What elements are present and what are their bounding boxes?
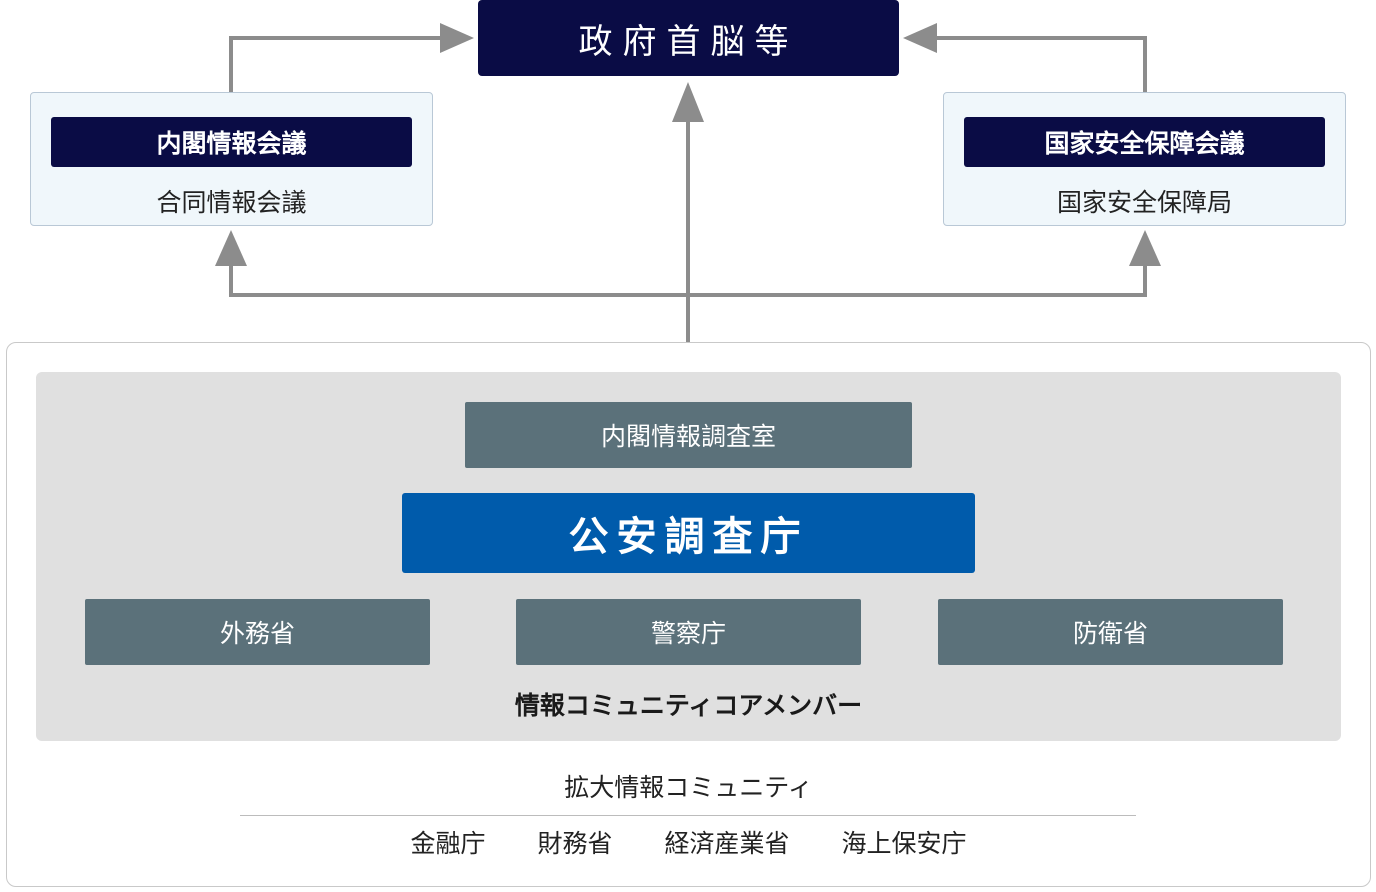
cabinet-intelligence-council-panel: 内閣情報会議 合同情報会議 [30,92,433,226]
government-leaders-box: 政府首脳等 [478,0,899,76]
arrow-right-to-top [935,36,1147,92]
national-police-agency-box: 警察庁 [516,599,861,665]
member-japan-coast-guard: 海上保安庁 [841,829,967,858]
arrow-community-to-left-panel [229,262,688,297]
cabinet-intelligence-council-title: 内閣情報会議 [51,117,412,167]
national-security-council-panel: 国家安全保障会議 国家安全保障局 [943,92,1346,226]
ministry-defense-box: 防衛省 [938,599,1283,665]
arrowhead-right-panel [1129,230,1161,266]
public-security-intelligence-agency-box: 公安調査庁 [402,493,975,573]
arrowhead-right-to-top [903,23,937,53]
ministry-foreign-affairs-box: 外務省 [85,599,430,665]
arrowhead-left-panel [215,230,247,266]
expanded-community-title: 拡大情報コミュニティ [564,773,813,802]
national-security-council-label: 国家安全保障会議 [1044,129,1245,158]
national-security-council-title: 国家安全保障会議 [964,117,1325,167]
member-financial-services-agency: 金融庁 [410,829,486,858]
national-security-secretariat-label: 国家安全保障局 [1056,188,1232,217]
joint-intelligence-council-label: 合同情報会議 [156,188,307,217]
member-ministry-economy-trade-industry: 経済産業省 [664,829,790,858]
arrow-left-to-top [229,36,442,92]
national-police-agency-label: 警察庁 [650,619,726,648]
cabinet-intelligence-council-label: 内閣情報会議 [156,129,307,158]
arrowhead-left-to-top [440,23,474,53]
cabinet-intelligence-research-office-label: 内閣情報調査室 [600,422,776,451]
arrow-community-to-right-panel [688,262,1147,297]
public-security-intelligence-agency-label: 公安調査庁 [568,514,809,560]
arrowhead-center-to-top [672,82,704,122]
government-leaders-label: 政府首脳等 [578,21,799,62]
core-members-label: 情報コミュニティコアメンバー [514,691,863,720]
cabinet-intelligence-research-office-box: 内閣情報調査室 [465,402,912,468]
ministry-defense-label: 防衛省 [1072,619,1148,648]
divider [240,815,1136,816]
expanded-community-members: 金融庁 財務省 経済産業省 海上保安庁 [6,824,1371,860]
member-ministry-finance: 財務省 [537,829,613,858]
ministry-foreign-affairs-label: 外務省 [219,619,295,648]
